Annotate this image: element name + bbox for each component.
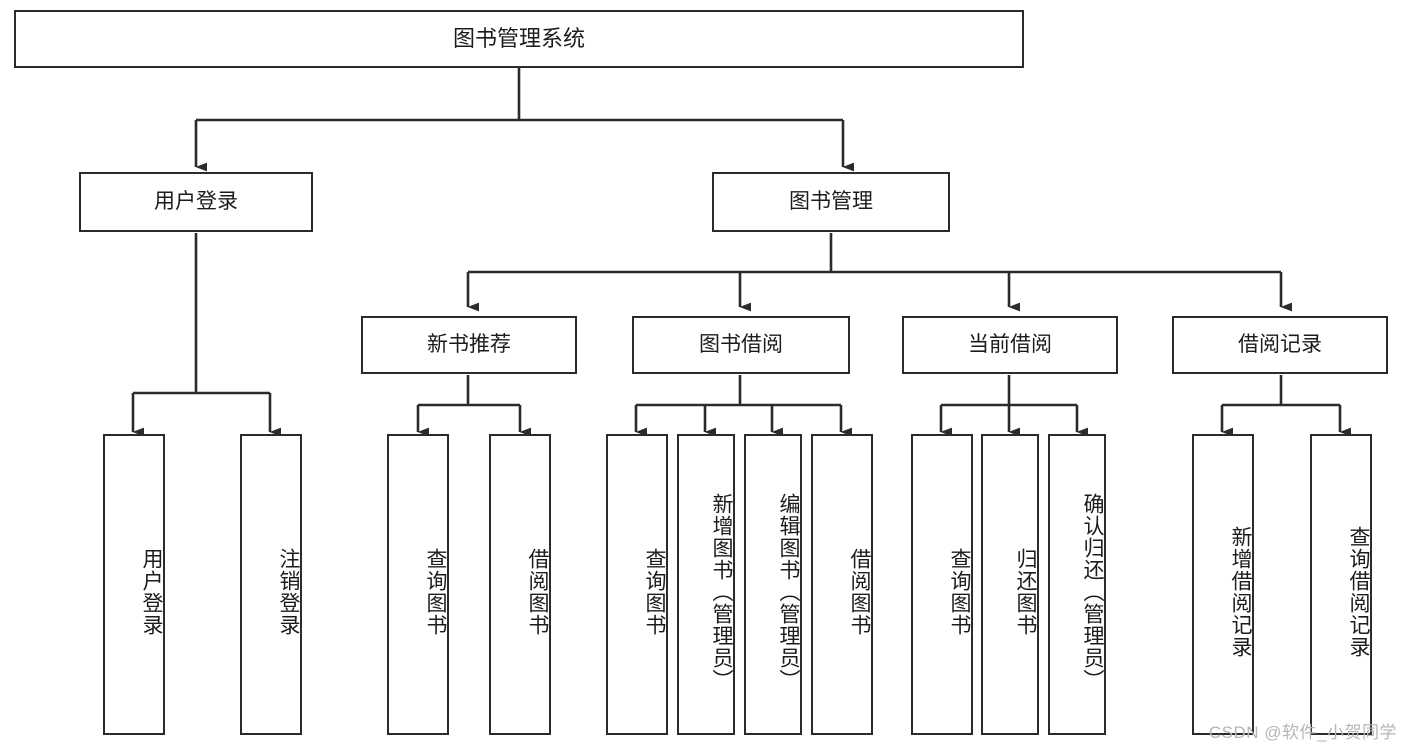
node-label: 查询图书 <box>643 547 666 636</box>
node-label: 借阅图书 <box>526 547 549 636</box>
node-leaf-query-book-recommend[interactable]: 查询图书 <box>387 434 449 735</box>
node-label: 新书推荐 <box>427 332 511 356</box>
node-borrow-record[interactable]: 借阅记录 <box>1172 316 1388 374</box>
node-label: 查询图书 <box>424 547 447 636</box>
node-label: 新增借阅记录 <box>1229 525 1252 658</box>
node-label: 用户登录 <box>140 547 163 636</box>
node-label: 用户登录 <box>154 189 238 213</box>
node-leaf-logout-login[interactable]: 注销登录 <box>240 434 302 735</box>
node-leaf-user-login[interactable]: 用户登录 <box>103 434 165 735</box>
node-leaf-query-borrow-record[interactable]: 查询借阅记录 <box>1310 434 1372 735</box>
node-label: 查询借阅记录 <box>1347 525 1370 658</box>
node-leaf-query-book-borrow[interactable]: 查询图书 <box>606 434 668 735</box>
node-label: 借阅图书 <box>848 547 871 636</box>
node-leaf-add-book-admin[interactable]: 新增图书（管理员） <box>677 434 735 735</box>
node-leaf-confirm-return-admin[interactable]: 确认归还（管理员） <box>1048 434 1106 735</box>
node-current-borrow[interactable]: 当前借阅 <box>902 316 1118 374</box>
node-leaf-return-book[interactable]: 归还图书 <box>981 434 1039 735</box>
node-label: 图书借阅 <box>699 332 783 356</box>
csdn-watermark: CSDN @软件_小贺同学 <box>1208 723 1397 742</box>
node-user-login[interactable]: 用户登录 <box>79 172 313 232</box>
node-leaf-borrow-book[interactable]: 借阅图书 <box>811 434 873 735</box>
node-leaf-query-book-current[interactable]: 查询图书 <box>911 434 973 735</box>
node-book-manage[interactable]: 图书管理 <box>712 172 950 232</box>
node-label: 借阅记录 <box>1238 332 1322 356</box>
node-leaf-borrow-book-recommend[interactable]: 借阅图书 <box>489 434 551 735</box>
node-label: 图书管理系统 <box>452 26 585 52</box>
node-book-borrow[interactable]: 图书借阅 <box>632 316 850 374</box>
node-label: 确认归还（管理员） <box>1081 492 1104 691</box>
node-leaf-add-borrow-record[interactable]: 新增借阅记录 <box>1192 434 1254 735</box>
node-label: 编辑图书（管理员） <box>777 492 800 691</box>
node-leaf-edit-book-admin[interactable]: 编辑图书（管理员） <box>744 434 802 735</box>
node-label: 图书管理 <box>789 189 873 213</box>
node-label: 新增图书（管理员） <box>710 492 733 691</box>
node-label: 当前借阅 <box>968 332 1052 356</box>
node-root-book-management-system[interactable]: 图书管理系统 <box>14 10 1024 68</box>
node-label: 查询图书 <box>948 547 971 636</box>
node-label: 归还图书 <box>1014 547 1037 636</box>
node-label: 注销登录 <box>277 547 300 636</box>
node-new-book-recommend[interactable]: 新书推荐 <box>361 316 577 374</box>
